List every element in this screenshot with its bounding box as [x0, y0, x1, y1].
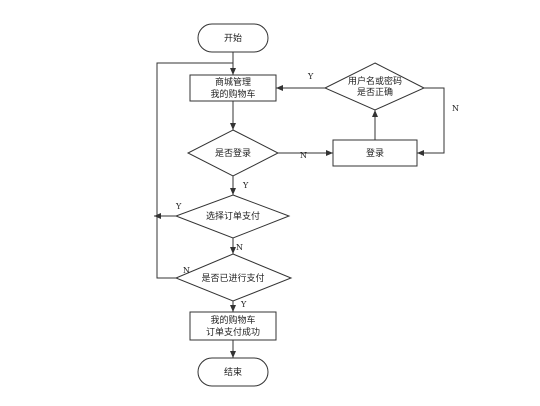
edge-label-paid-no: N — [183, 266, 190, 275]
login-process: 登录 — [332, 139, 418, 167]
mall-cart-process: 商城管理 我的购物车 — [189, 74, 277, 102]
mall-label: 商城管理 — [215, 76, 251, 88]
edge-paid-no-loop — [156, 62, 233, 279]
credentials-line2: 是否正确 — [357, 86, 393, 98]
start-label: 开始 — [224, 32, 242, 44]
edge-credentials-no-to-login — [417, 87, 445, 156]
edge-label-credentials-no: N — [452, 104, 459, 113]
select-pay-label: 选择订单支付 — [206, 210, 260, 222]
edge-label-credentials-yes: Y — [307, 72, 314, 81]
cart-label: 我的购物车 — [210, 88, 255, 100]
credentials-line1: 用户名或密码 — [348, 75, 402, 87]
edge-label-login-no: N — [300, 151, 307, 160]
edge-label-paid-yes: Y — [240, 300, 247, 309]
paid-check-decision: 是否已进行支付 — [174, 253, 293, 302]
edge-label-select-yes: Y — [175, 202, 182, 211]
end-label: 结束 — [224, 366, 242, 378]
success-pay-label: 订单支付成功 — [206, 326, 260, 338]
edge-label-select-no: N — [236, 243, 243, 252]
paid-check-label: 是否已进行支付 — [201, 272, 264, 284]
login-check-label: 是否登录 — [215, 148, 251, 159]
start-terminator: 开始 — [197, 23, 269, 53]
success-process: 我的购物车 订单支付成功 — [189, 311, 277, 341]
end-terminator: 结束 — [197, 357, 269, 387]
login-check-decision: 是否登录 — [186, 129, 280, 177]
login-label: 登录 — [366, 148, 384, 159]
credentials-check-decision: 用户名或密码 是否正确 — [323, 62, 426, 111]
select-pay-decision: 选择订单支付 — [174, 194, 291, 239]
success-cart-label: 我的购物车 — [210, 314, 255, 326]
edge-label-login-yes: Y — [242, 181, 249, 190]
